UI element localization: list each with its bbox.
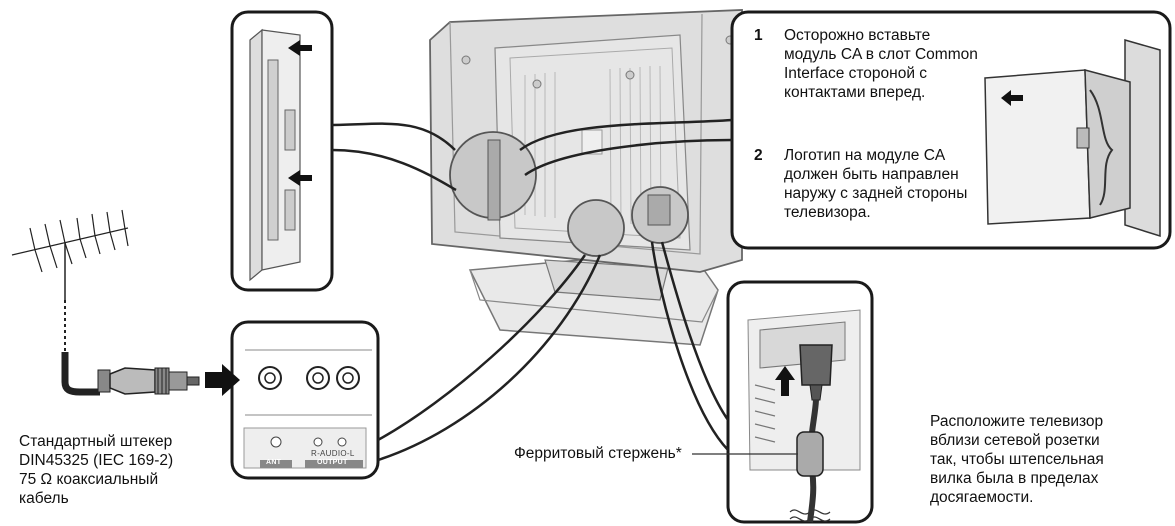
step-number: 2 — [754, 147, 763, 164]
power-caption-line: досягаемости. — [930, 489, 1034, 506]
power-caption: Расположите телевизор вблизи сетевой роз… — [930, 412, 1170, 507]
power-caption-line: Расположите телевизор — [930, 413, 1104, 430]
power-caption-line: вблизи сетевой розетки — [930, 432, 1100, 449]
step-number: 1 — [754, 27, 763, 44]
ci-slot-closeup — [230, 10, 334, 292]
cable-caption: Стандартный штекер DIN45325 (IEC 169-2) … — [19, 432, 229, 508]
step-text: Логотип на модуле CA должен быть направл… — [784, 147, 968, 221]
step-text: Осторожно вставьте модуль CA в слот Comm… — [784, 27, 978, 101]
tv-rear-view — [429, 9, 743, 346]
ca-module-panel — [730, 10, 1172, 250]
antenna-icon — [11, 209, 129, 352]
magnifier-connectors — [331, 118, 733, 462]
instruction-step-1: 1 Осторожно вставьте модуль CA в слот Co… — [754, 26, 1004, 141]
power-caption-line: вилка была в пределах — [930, 470, 1099, 487]
instruction-step-2: 2 Логотип на модуле CA должен быть напра… — [754, 146, 1004, 246]
cable-caption-line: Стандартный штекер — [19, 433, 173, 450]
cable-caption-line: DIN45325 (IEC 169-2) — [19, 452, 174, 469]
cable-caption-line: 75 Ω коаксиальный — [19, 471, 159, 488]
output-label: OUTPUT — [317, 459, 348, 466]
ferrite-label: Ферритовый стержень* — [514, 445, 682, 462]
ant-label: ANT — [266, 459, 282, 466]
av-input-closeup — [230, 320, 380, 480]
power-caption-line: так, чтобы штепсельная — [930, 451, 1104, 468]
audio-label: R-AUDIO-L — [311, 449, 355, 458]
coax-cable-plug — [61, 352, 240, 396]
cable-caption-line: кабель — [19, 490, 69, 507]
power-closeup — [726, 280, 874, 524]
